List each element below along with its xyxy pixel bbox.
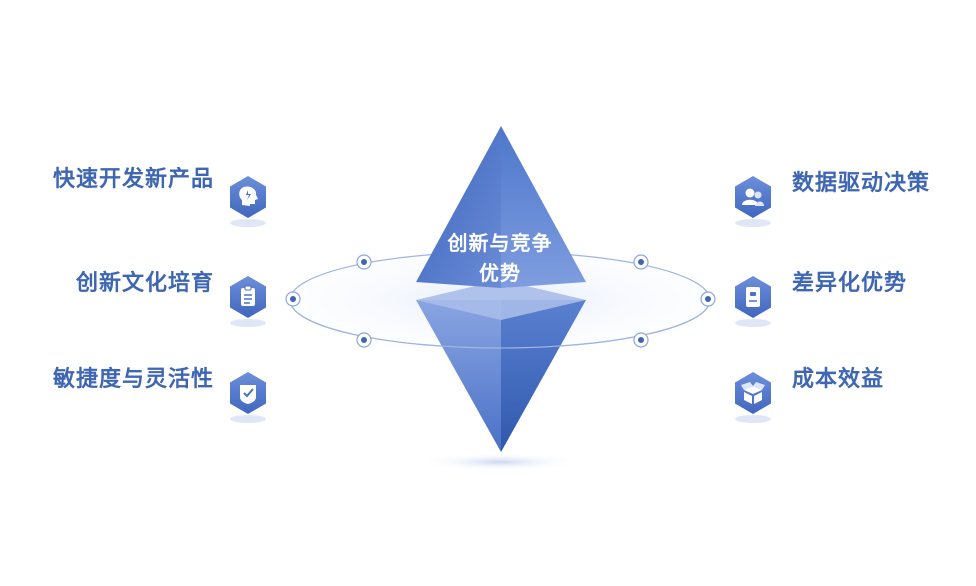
left-label-1: 快速开发新产品 — [52, 167, 214, 192]
base-shadow — [420, 453, 580, 471]
users-icon — [735, 176, 771, 227]
left-label-2: 创新文化培育 — [75, 271, 214, 296]
ring-node — [356, 254, 372, 270]
diamond-bottom — [416, 280, 586, 452]
box-icon — [735, 372, 771, 423]
ring-node — [633, 254, 649, 270]
ring-node — [285, 291, 301, 307]
orbit-ring-front — [289, 299, 711, 349]
shield-check-icon — [230, 372, 266, 423]
ring-nodes — [285, 254, 716, 348]
lightbulb-head-icon — [230, 176, 266, 227]
clipboard-icon — [230, 276, 266, 327]
center-title: 创新与竞争 优势 — [430, 228, 570, 288]
ring-node — [700, 291, 716, 307]
center-title-line2: 优势 — [479, 261, 521, 285]
ring-node — [633, 332, 649, 348]
document-icon — [735, 276, 771, 327]
left-label-3: 敏捷度与灵活性 — [52, 367, 214, 392]
right-label-3: 成本效益 — [792, 367, 885, 392]
diamond-top — [416, 126, 586, 288]
right-label-1: 数据驱动决策 — [792, 171, 931, 196]
ring-node — [356, 332, 372, 348]
right-label-2: 差异化优势 — [792, 271, 908, 296]
center-title-line1: 创新与竞争 — [447, 231, 553, 255]
